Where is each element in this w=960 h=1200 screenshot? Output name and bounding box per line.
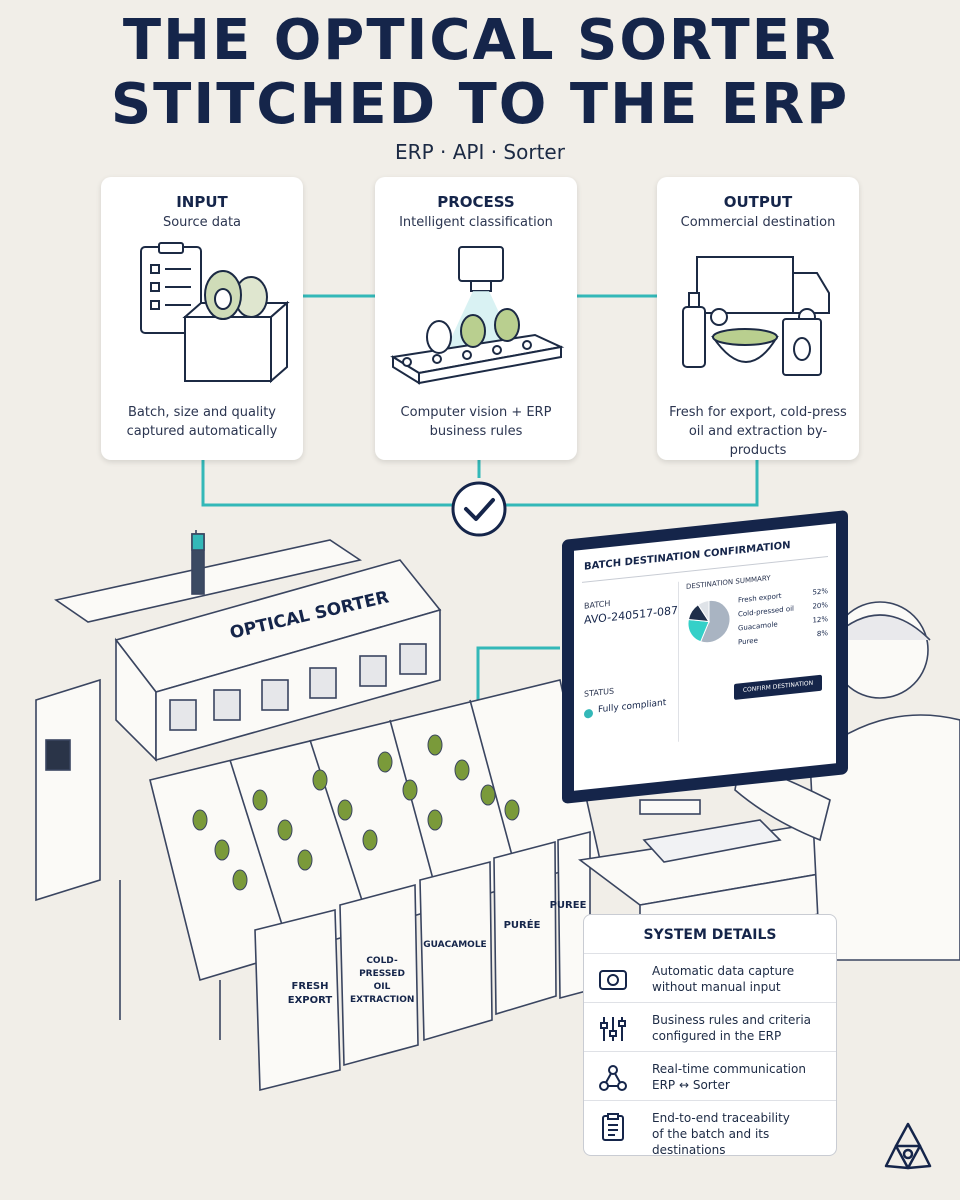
system-details-heading: SYSTEM DETAILS <box>643 927 777 943</box>
crate-clipboard-icon <box>140 242 290 384</box>
sliders-icon <box>600 1017 626 1041</box>
status-value: Fully compliant <box>598 698 667 716</box>
system-detail-text: Automatic data capture without manual inp… <box>652 963 830 995</box>
line: Real-time communication <box>652 1062 806 1076</box>
card-description: Computer vision + ERP business rules <box>400 405 552 439</box>
bin-label-line: EXPORT <box>287 995 333 1006</box>
card-subheading: Source data <box>162 215 242 230</box>
logo-icon <box>884 1122 932 1170</box>
system-detail-item: End-to-end traceability of the batch and … <box>584 1100 836 1157</box>
status-label: STATUS <box>584 686 615 699</box>
line: Automatic data capture <box>652 964 795 978</box>
title-line-1: THE OPTICAL SORTER <box>122 8 838 73</box>
card-heading: PROCESS <box>437 193 515 211</box>
system-detail-item: Business rules and criteria configured in… <box>584 1002 836 1052</box>
network-icon <box>599 1065 627 1091</box>
status-check-icon <box>584 708 593 719</box>
card-subheading: Intelligent classification <box>399 215 553 230</box>
line: Business rules and criteria <box>652 1013 812 1027</box>
system-detail-text: Business rules and criteria configured in… <box>652 1012 830 1044</box>
bin-label-puree-accent: PURÉE <box>492 920 552 931</box>
card-description: Batch, size and quality captured automat… <box>126 405 278 439</box>
monitor-display: BATCH DESTINATION CONFIRMATION BATCH AVO… <box>574 523 836 791</box>
pie-slice <box>697 599 710 624</box>
process-card: PROCESS Intelligent classification Compu… <box>375 177 577 460</box>
bin-label-cold-pressed: COLD-PRESSED OIL EXTRACTION <box>350 955 414 1007</box>
bin-label-line: GUACAMOLE <box>423 940 487 950</box>
subtitle: ERP · API · Sorter <box>395 140 565 164</box>
card-subheading: Commercial destination <box>680 215 836 230</box>
check-circle-icon <box>451 481 507 537</box>
truck-products-icon <box>682 256 830 376</box>
card-heading: INPUT <box>176 193 228 211</box>
bin-label-line: COLD-PRESSED <box>359 956 405 979</box>
batch-label: BATCH <box>584 598 611 611</box>
confirm-destination-button[interactable]: CONFIRM DESTINATION <box>734 674 822 700</box>
bin-label-line: PURÉE <box>503 920 541 931</box>
bin-label-fresh-export: FRESH EXPORT <box>280 980 340 1008</box>
bin-label-guacamole: GUACAMOLE <box>421 940 489 950</box>
summary-value: 8% <box>816 629 828 639</box>
summary-title: DESTINATION SUMMARY <box>686 574 771 591</box>
line: ERP ↔ Sorter <box>652 1078 730 1092</box>
camera-conveyor-icon <box>390 246 565 385</box>
clipboard-icon <box>602 1113 624 1141</box>
line: without manual input <box>652 980 781 994</box>
line: of the batch and its destinations <box>652 1127 770 1157</box>
card-heading: OUTPUT <box>723 193 793 211</box>
bin-label-line: PUREE <box>549 900 587 911</box>
line: configured in the ERP <box>652 1029 782 1043</box>
control-panel-screen <box>45 739 71 771</box>
summary-divider <box>678 581 679 742</box>
output-card: OUTPUT Commercial destination Fresh for … <box>657 177 859 460</box>
card-description: Fresh for export, cold-press oil and ext… <box>669 405 847 458</box>
monitor: BATCH DESTINATION CONFIRMATION BATCH AVO… <box>562 509 848 804</box>
summary-name: Puree <box>738 636 758 647</box>
bin-label-puree: PUREE <box>544 900 592 911</box>
bin-label-line: OIL <box>373 982 391 992</box>
camera-icon <box>599 970 627 990</box>
system-details-panel: SYSTEM DETAILS Automatic data capture wit… <box>583 914 837 1157</box>
line: End-to-end traceability <box>652 1111 790 1125</box>
input-card: INPUT Source data Batch, size and qualit… <box>101 177 303 460</box>
system-detail-item: Automatic data capture without manual inp… <box>584 953 836 1003</box>
system-detail-text: End-to-end traceability of the batch and … <box>652 1110 830 1158</box>
bin-label-line: EXTRACTION <box>350 995 415 1005</box>
bin-label-line: FRESH <box>291 981 329 992</box>
pie-slice <box>699 599 731 644</box>
destination-pie-chart <box>687 599 731 644</box>
title-line-2: STITCHED TO THE ERP <box>110 72 850 137</box>
